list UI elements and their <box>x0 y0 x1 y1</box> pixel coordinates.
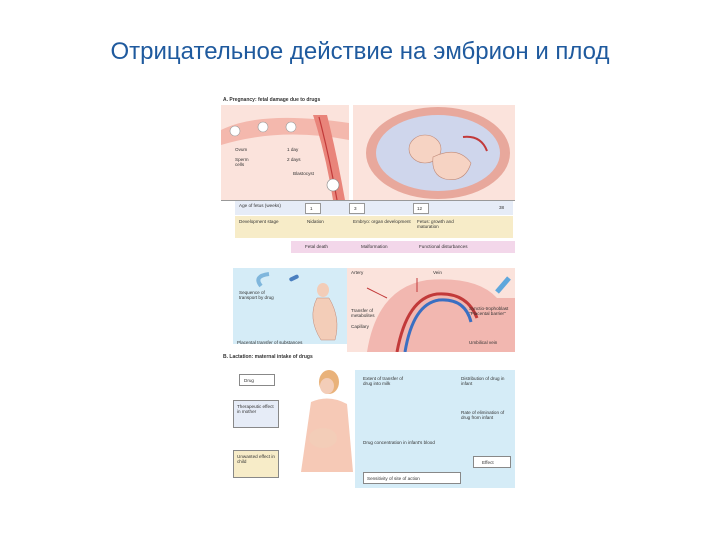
therapeutic-box: Therapeutic effect in mother <box>233 400 279 428</box>
pregnant-woman-illustration <box>256 272 338 341</box>
section-a-header: A. Pregnancy: fetal damage due to drugs <box>223 97 321 103</box>
drug-label: Drug <box>244 378 254 383</box>
day1-label: 1 day <box>287 147 299 152</box>
synctio-label: Synctio-trophoblast "Placental barrier" <box>469 306 509 316</box>
unwanted-label: Unwanted effect in child <box>237 454 275 464</box>
effects-row <box>291 241 515 253</box>
capillary-label: Capillary <box>351 324 369 329</box>
ovum-label: Ovum <box>235 147 248 152</box>
unwanted-box: Unwanted effect in child <box>233 450 279 478</box>
day2-label: 2 days <box>287 157 301 162</box>
sequence-label: Sequence of transport by drug <box>239 290 274 300</box>
week-marker-12: 12 <box>413 203 429 214</box>
pharmacology-figure: A. Pregnancy: fetal damage due to drugs … <box>219 96 516 488</box>
extent-label: Extent of transfer of drug into milk <box>363 376 404 386</box>
effect-label: Effect <box>482 460 494 465</box>
week-38-label: 38 <box>499 205 505 210</box>
sequence-panel: Sequence of transport by drug <box>233 268 347 344</box>
sensitivity-box: Sensitivity of site of action <box>363 472 461 484</box>
blastocyst-label: Blastocyst <box>293 171 314 176</box>
artery-label: Artery <box>351 270 364 275</box>
distribution-label: Distribution of drug in infant <box>461 376 505 386</box>
umbilical-vein-label: Umbilical vein <box>469 340 498 345</box>
therapeutic-label: Therapeutic effect in mother <box>237 404 274 414</box>
lactation-left-panel: Drug Therapeutic effect in mother Unwant… <box>221 362 301 486</box>
week-marker-1: 1 <box>305 203 321 214</box>
effect-malformation: Malformation <box>361 244 388 249</box>
placenta-panel: Artery Vein Transfer of metabolites Capi… <box>347 268 515 352</box>
ovulation-illustration <box>221 115 349 200</box>
conc-label: Drug concentration in infant's blood <box>363 440 435 445</box>
stage-nidation: Nidation <box>307 219 324 224</box>
week-12-label: 12 <box>417 206 423 211</box>
effect-fetal-death: Fetal death <box>305 244 328 249</box>
week-marker-3: 3 <box>349 203 365 214</box>
drug-box: Drug <box>239 374 275 386</box>
stage-embryo: Embryo: organ development <box>353 219 411 224</box>
timeline-table: Age of fetus (weeks) 1 3 12 38 Developme… <box>221 200 515 257</box>
stage-row-label: Development stage <box>239 219 279 224</box>
sperm-label: Sperm cells <box>235 157 249 167</box>
slide-title: Отрицательное действие на эмбрион и плод <box>110 38 610 65</box>
stage-fetus: Fetus: growth and maturation <box>417 219 454 229</box>
age-row <box>235 201 513 215</box>
sensitivity-label: Sensitivity of site of action <box>367 476 420 481</box>
effect-box: Effect <box>473 456 511 468</box>
fetus-panel <box>353 105 515 200</box>
week-1-label: 1 <box>310 206 313 211</box>
nursing-panel <box>293 362 357 486</box>
effect-functional: Functional disturbances <box>419 244 468 249</box>
nursing-mother-illustration <box>301 370 353 472</box>
ovulation-panel: Ovum Sperm cells 1 day 2 days Blastocyst <box>221 105 349 200</box>
stage-row <box>235 216 513 238</box>
age-row-label: Age of fetus (weeks) <box>239 203 281 208</box>
transfer-label: Transfer of metabolites <box>351 308 375 318</box>
lactation-process-panel: Extent of transfer of drug into milk Dis… <box>355 370 515 488</box>
section-b-header: B. Lactation: maternal intake of drugs <box>223 354 313 360</box>
placenta-illustration <box>366 276 515 352</box>
rate-label: Rate of elimination of drug from infant <box>461 410 505 420</box>
week-3-label: 3 <box>354 206 357 211</box>
placental-transfer-label: Placental transfer of substances <box>237 340 303 345</box>
fetus-illustration <box>366 107 510 199</box>
vein-label: Vein <box>433 270 442 275</box>
